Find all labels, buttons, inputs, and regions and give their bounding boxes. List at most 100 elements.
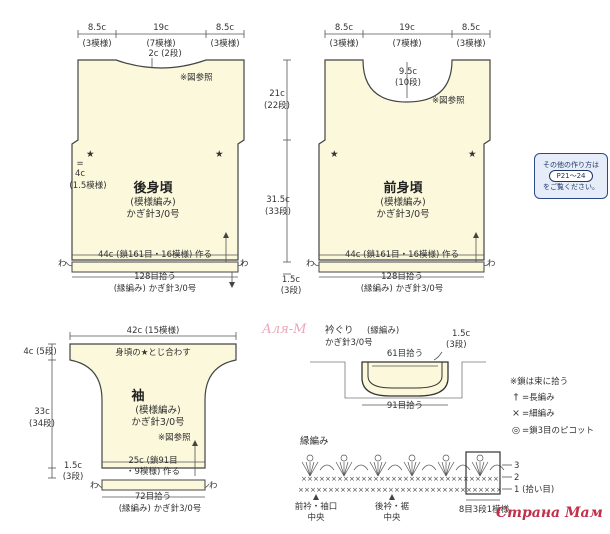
back-star-left: ★: [86, 149, 95, 160]
front-edging-label: (縁編み) かぎ針3/0号: [361, 283, 444, 294]
edge-stitch-sc: ×: [445, 475, 451, 483]
edge-stitch-sc: ×: [493, 475, 499, 483]
legend-symbol-3: ◎: [512, 425, 520, 436]
back-body-shape: [71, 59, 245, 261]
edge-stitch-sc: ×: [316, 486, 322, 494]
edge-repeat-label: 8目3段1模様: [459, 504, 510, 515]
sleeve-edging: (縁編み) かぎ針3/0号: [119, 503, 202, 514]
legend-3: =鎖3目のピコット: [522, 425, 594, 436]
edge-row-1: 1 (拾い目): [514, 484, 554, 495]
sleeve-join-note: 身頃の★とじ合わす: [115, 347, 191, 358]
sleeve-ref-note: ※図参照: [158, 432, 191, 443]
watermark-text: Аля-М: [262, 322, 307, 337]
edge-stitch-sc: ×: [331, 475, 337, 483]
edge-stitch-sc: ×: [313, 475, 319, 483]
sleeve-wa-right: わ: [209, 481, 218, 491]
edge-stitch-sc: ×: [379, 475, 385, 483]
front-sub1: (模様編み): [380, 196, 425, 208]
edge-stitch-sc: ×: [340, 486, 346, 494]
note-pages: P21〜24: [549, 170, 593, 182]
front-ref-note: ※図参照: [432, 95, 465, 106]
back-title: 後身頃: [133, 180, 173, 196]
edge-stitch-sc: ×: [409, 475, 415, 483]
back-ref-note: ※図参照: [180, 72, 213, 83]
collar-bottom-pick: 91目拾う: [387, 400, 423, 411]
sleeve-chain2: ・9模様) 作る: [126, 466, 180, 477]
sleeve-shape: [69, 343, 237, 469]
back-top-dim-1: 8.5c: [88, 23, 107, 33]
legend-symbol-1: †: [514, 392, 519, 403]
collar-title-sub: (縁編み): [367, 325, 399, 336]
edge-stitch-sc: ×: [418, 486, 424, 494]
edge-row-3: 3: [514, 461, 519, 471]
edge-stitch-sc: ×: [334, 486, 340, 494]
collar-top-pick: 61目拾う: [387, 348, 423, 359]
edge-stitch-sc: ×: [382, 486, 388, 494]
front-star-left: ★: [330, 149, 339, 160]
sleeve-pickup: 72目拾う: [135, 491, 171, 502]
edge-stitch-sc: ×: [394, 486, 400, 494]
back-body: 8.5c 19c 8.5c (3模様) (7模様) (3模様) 2c (2段) …: [58, 23, 249, 294]
collar-hook: かぎ針3/0号: [325, 337, 373, 348]
edge-stitch-sc: ×: [478, 486, 484, 494]
front-body-shape: [318, 59, 491, 261]
sleeve-left-low: 1.5c: [64, 461, 83, 471]
edge-stitch-fan: [301, 454, 335, 477]
edge-center1: 前衿・袖口: [295, 501, 338, 512]
collar-right-sub: (3段): [446, 339, 467, 350]
edge-stitch-sc: ×: [298, 486, 304, 494]
back-neck-depth: 2c (2段): [148, 48, 181, 59]
back-top-dim-3: 8.5c: [216, 23, 235, 33]
edge-stitch-sc: ×: [322, 486, 328, 494]
edge-stitch-sc: ×: [397, 475, 403, 483]
dim-lower: 1.5c: [282, 275, 301, 285]
back-top-dim-2: 19c: [153, 23, 169, 33]
sleeve-left-mid: 33c: [34, 407, 50, 417]
edge-stitches: ××××××××××××××××××××××××××××××××××××××××…: [298, 454, 505, 494]
front-pickup-label: 128目拾う: [381, 271, 423, 282]
brand-logo-text: Страна Мам: [496, 505, 603, 521]
sleeve-top-dim: 42c (15模様): [127, 325, 180, 336]
back-wa-left: わ: [58, 259, 67, 269]
edge-chart: 縁編み ××××××××××××××××××××××××××××××××××××…: [295, 435, 555, 523]
back-side-sub: (1.5模様): [69, 180, 106, 191]
edge-stitch-sc: ×: [421, 475, 427, 483]
front-top-dim-2: 19c: [399, 23, 415, 33]
back-star-right: ★: [215, 149, 224, 160]
edge-stitch-sc: ×: [376, 486, 382, 494]
back-edging-label: (縁編み) かぎ針3/0号: [114, 283, 197, 294]
sleeve-left-low-sub: (3段): [63, 471, 84, 482]
edge-stitch-sc: ×: [400, 486, 406, 494]
dim-lower-sub: (3段): [281, 285, 302, 296]
front-wa-right: わ: [487, 259, 496, 269]
body-vertical-dims: 21c (22段) 31.5c (33段) 1.5c (3段): [264, 59, 302, 296]
reference-note: その他の作り方は P21〜24 をご覧ください。: [534, 153, 608, 199]
edge-stitch-sc: ×: [304, 486, 310, 494]
collar-right-dim: 1.5c: [452, 329, 471, 339]
back-sub2: かぎ針3/0号: [126, 208, 179, 220]
front-top-dim-1: 8.5c: [335, 23, 354, 33]
edge-stitch-sc: ×: [433, 475, 439, 483]
dim-upper: 21c: [269, 89, 285, 99]
edge-stitch-sc: ×: [358, 486, 364, 494]
legend-2: =細編み: [522, 408, 555, 419]
edge-stitch-sc: ×: [307, 475, 313, 483]
front-neck-sub: (10段): [395, 77, 421, 88]
note-line2: をご覧ください。: [543, 183, 599, 191]
edge-stitch-sc: ×: [370, 486, 376, 494]
edge-stitch-sc: ×: [388, 486, 394, 494]
edge-stitch-sc: ×: [343, 475, 349, 483]
edge-stitch-sc: ×: [349, 475, 355, 483]
edge-stitch-sc: ×: [469, 475, 475, 483]
back-top-sub-1: (3模様): [82, 38, 111, 49]
edge-row-2: 2: [514, 473, 519, 483]
back-chain-label: 44c (鎖161目・16模様) 作る: [98, 249, 212, 260]
edge-stitch-sc: ×: [475, 475, 481, 483]
back-pickup-label: 128目拾う: [134, 271, 176, 282]
front-sub2: かぎ針3/0号: [376, 208, 429, 220]
legend-1: =長編み: [522, 392, 555, 403]
back-side-dim: 4c: [75, 169, 85, 179]
edge-stitch-sc: ×: [460, 486, 466, 494]
front-wa-left: わ: [306, 259, 315, 269]
edge-stitch-sc: ×: [412, 486, 418, 494]
